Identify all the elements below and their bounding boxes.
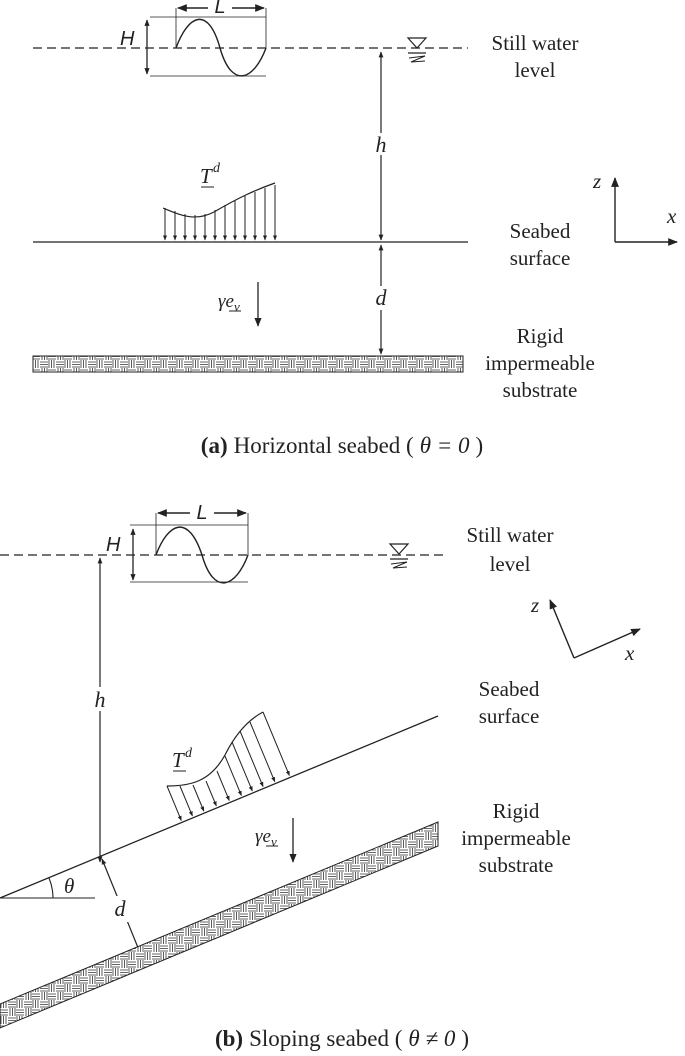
substrate-label-a-3: substrate [503,378,578,402]
still-water-label-b-2: level [490,552,531,576]
substrate-label-b-3: substrate [479,853,554,877]
angle-arc-b [48,877,54,899]
traction-label-a: T [200,164,213,188]
depth-d-label-a: d [376,285,388,310]
seabed-label-b-2: surface [479,704,540,728]
traction-arrow-b [224,755,242,796]
still-water-label-b: Still water [467,523,554,547]
traction-sup-b: d [185,746,193,761]
traction-arrow-b [249,721,276,783]
seabed-label-a: Seabed [510,219,571,243]
traction-curve-a [162,182,276,218]
seabed-label-b: Seabed [479,677,540,701]
depth-d-label-b: d [115,896,127,921]
seabed-label-a-2: surface [510,246,571,270]
substrate-label-a: Rigid [517,324,564,348]
z-axis-label-a: z [592,169,601,193]
traction-arrow-b [216,770,230,802]
wave-b [155,526,249,584]
water-level-symbol-a [406,37,428,63]
traction-curve-b [166,711,264,787]
traction-arrow-b [239,730,264,787]
x-axis-b [573,628,641,659]
angle-label-b: θ [64,874,74,898]
substrate-label-a-2: impermeable [485,351,595,375]
traction-arrow-b [179,785,193,817]
still-water-label-a: Still water [492,31,579,55]
panel-b: L H Still water level z x h Seabed surfa… [0,502,641,1051]
caption-a: (a)Horizontal seabed (θ = 0) [201,433,483,458]
traction-arrow-b [205,780,217,807]
traction-arrow-b [166,785,182,821]
water-level-symbol-b [388,543,410,569]
z-axis-b [549,599,575,659]
seabed-line-b [0,715,439,899]
substrate-band-b [0,821,439,1029]
still-water-label-a-2: level [515,58,556,82]
z-axis-label-b: z [530,593,539,617]
wavelength-label-b: L [196,502,207,524]
depth-h-label-a: h [376,132,387,157]
weight-label-a: γev [218,291,240,314]
traction-arrow-b [262,711,290,777]
substrate-band-a [32,355,464,373]
traction-arrows-a [163,185,277,241]
wavelength-label-a: L [214,0,225,18]
wave-height-label-b: H [106,534,121,556]
wave-a [175,18,267,77]
x-axis-label-b: x [624,641,635,665]
traction-arrow-b [192,784,205,812]
panel-a: L H Still water level h T d Seabed surfa… [32,0,678,458]
substrate-label-b: Rigid [493,799,540,823]
substrate-label-b-2: impermeable [461,826,571,850]
x-axis-label-a: x [666,204,677,228]
traction-sup-a: d [213,161,221,176]
traction-arrow-b [231,741,253,792]
wave-height-label-a: H [120,28,135,50]
depth-h-label-b: h [95,687,106,712]
traction-label-b: T [172,748,185,772]
weight-label-b: γev [255,826,277,849]
caption-b: (b)Sloping seabed (θ ≠ 0) [215,1026,469,1051]
traction-arrows-b [166,711,290,821]
